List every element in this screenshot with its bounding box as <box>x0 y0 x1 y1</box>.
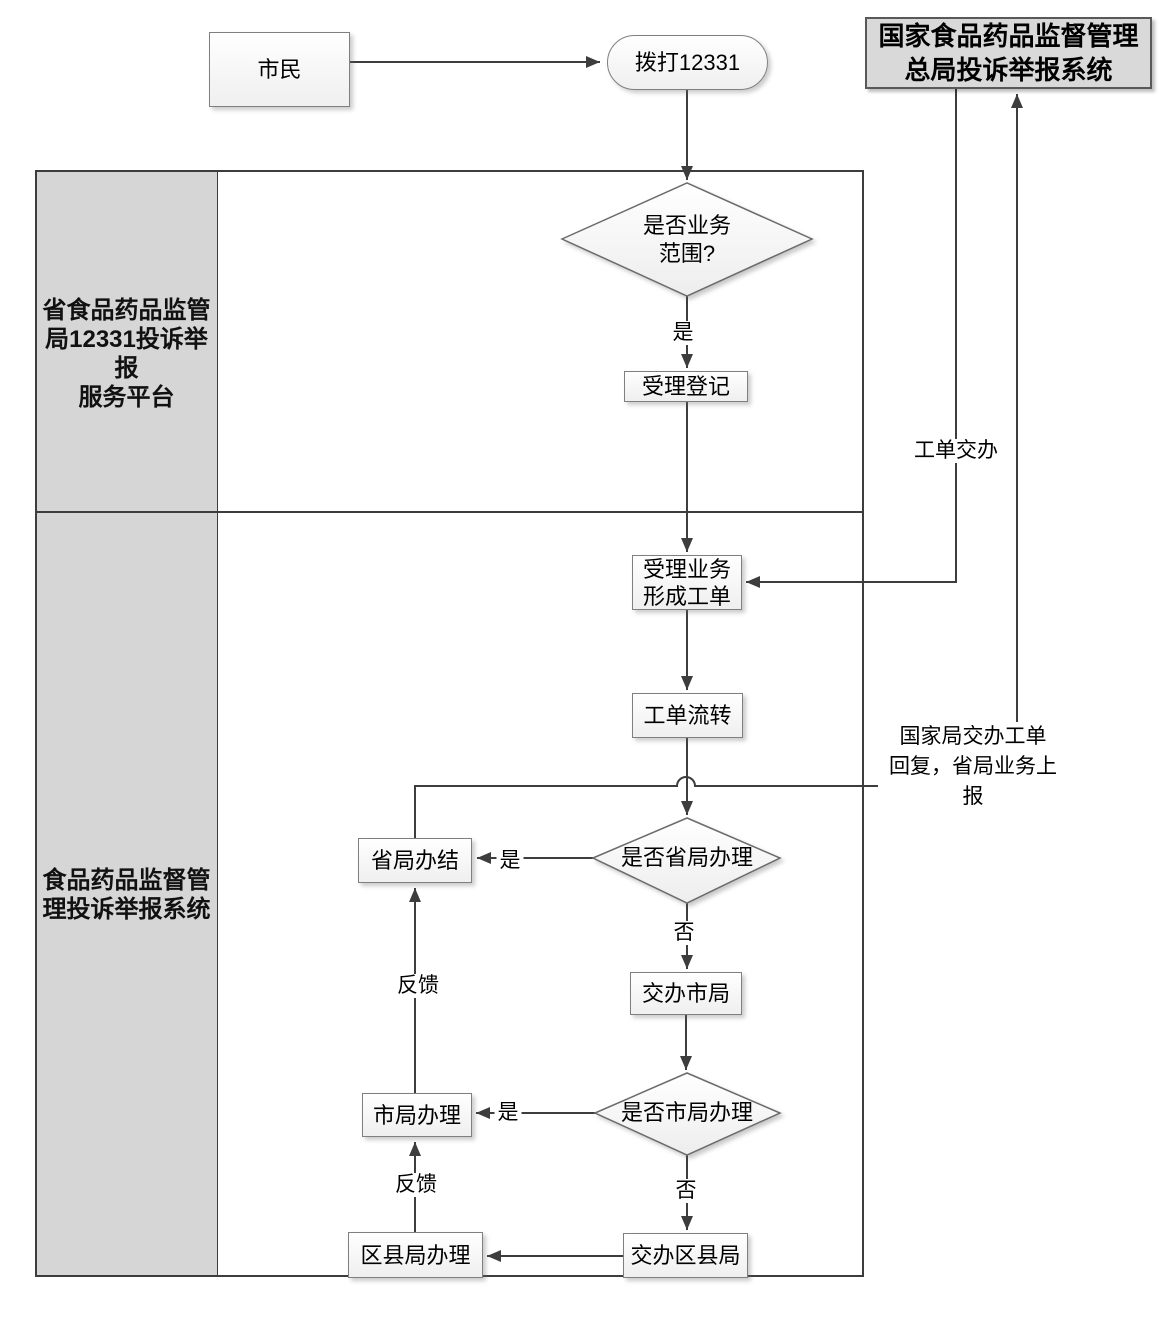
node-citizen: 市民 <box>209 32 350 107</box>
edge-provincial-national-report <box>414 94 1023 838</box>
edge-label-yes-city: 是 <box>494 1101 522 1125</box>
lane-divider-line <box>35 511 864 513</box>
edge-label-yes-scope: 是 <box>669 321 697 345</box>
diamond-provincial-check <box>591 817 782 904</box>
edge-label-no-city: 否 <box>672 1179 700 1203</box>
node-assign-district: 交办区县局 <box>623 1233 748 1278</box>
node-accept-form-order: 受理业务 形成工单 <box>632 555 742 610</box>
node-order-flow: 工单流转 <box>632 693 743 738</box>
node-national-system: 国家食品药品监督管理 总局投诉举报系统 <box>865 17 1152 89</box>
lane-provincial-platform-label: 省食品药品监管 局12331投诉举报 服务平台 <box>42 297 211 411</box>
diamond-city-check <box>593 1072 782 1156</box>
diamond-city-check-label: 是否市局办理 <box>620 1100 753 1125</box>
node-district-handle: 区县局办理 <box>348 1232 483 1278</box>
node-call-12331: 拨打12331 <box>607 35 768 90</box>
node-city-handle: 市局办理 <box>362 1093 472 1137</box>
edge-label-national-report: 国家局交办工单 回复，省局业务上报 <box>878 722 1068 812</box>
diamond-provincial-check-label: 是否省局办理 <box>620 845 753 870</box>
edge-label-no-provincial: 否 <box>670 921 698 945</box>
edge-national-accept <box>746 89 957 588</box>
node-register: 受理登记 <box>624 371 748 402</box>
edge-label-feedback-city: 反馈 <box>394 974 442 998</box>
node-provincial-done: 省局办结 <box>358 838 472 883</box>
lane-fda-system-label: 食品药品监督管 理投诉举报系统 <box>42 867 211 923</box>
edge-label-feedback-district: 反馈 <box>392 1173 440 1197</box>
lane-label-column <box>35 170 218 1277</box>
node-assign-city: 交办市局 <box>630 972 742 1015</box>
diamond-scope-check-label: 是否业务 范围? <box>642 213 731 266</box>
diamond-scope-check <box>560 182 814 297</box>
edge-label-yes-provincial: 是 <box>496 849 524 873</box>
edge-label-order-assign: 工单交办 <box>911 439 1001 463</box>
